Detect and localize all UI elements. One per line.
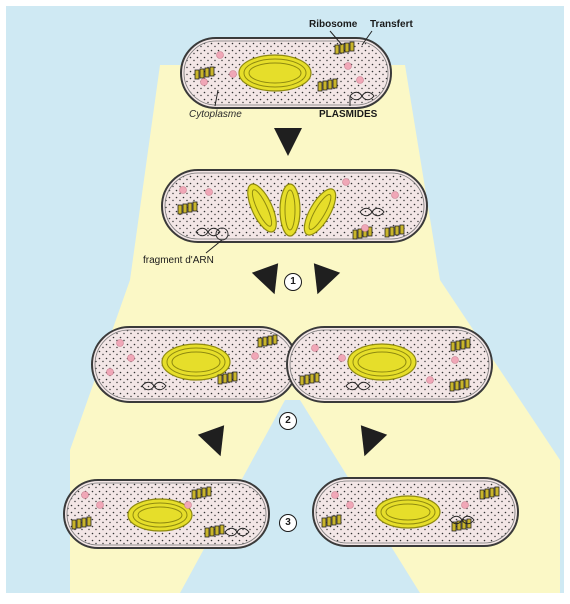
pink-dot	[451, 356, 459, 364]
ribosome-cluster	[191, 486, 212, 500]
pink-dot	[200, 78, 208, 86]
pink-dot	[116, 339, 124, 347]
pink-dot	[205, 188, 213, 196]
plasmid	[141, 381, 167, 391]
bacterium-daughter-right	[312, 477, 519, 547]
genome	[127, 498, 193, 532]
bacterium-dividing-left	[91, 326, 298, 403]
pink-dot	[331, 491, 339, 499]
step-1-marker: 1	[284, 273, 302, 291]
genome	[375, 495, 441, 529]
step-3-marker: 3	[279, 514, 297, 532]
ribosome-cluster	[194, 66, 215, 80]
pink-dot	[344, 62, 352, 70]
pink-dot	[361, 224, 369, 232]
process-arrow	[251, 263, 279, 295]
bacterium-dividing-right	[286, 326, 493, 403]
ribosome-cluster	[217, 371, 238, 385]
process-arrow	[360, 425, 388, 457]
pink-dot	[179, 186, 187, 194]
plasmides-label: PLASMIDES	[319, 109, 378, 120]
genome-copy	[303, 188, 337, 236]
cytoplasme-label: Cytoplasme	[189, 109, 242, 120]
pink-dot	[96, 501, 104, 509]
pink-dot	[426, 376, 434, 384]
pink-dot	[311, 344, 319, 352]
process-arrow	[197, 425, 225, 457]
process-arrow	[313, 263, 341, 295]
ribosome-cluster	[71, 516, 92, 530]
fragment-arn-label: fragment d'ARN	[143, 255, 214, 266]
plasmid	[224, 527, 250, 537]
genome	[238, 54, 312, 92]
genome	[347, 343, 417, 381]
pink-dot	[356, 76, 364, 84]
genome	[161, 343, 231, 381]
step-2-marker: 2	[279, 412, 297, 430]
pink-dot	[216, 51, 224, 59]
pink-dot	[346, 501, 354, 509]
plasmid	[349, 91, 375, 101]
bacterium-replicating	[161, 169, 428, 243]
ribosome-cluster	[177, 201, 198, 215]
ribosome-cluster	[334, 41, 355, 55]
ribosome-cluster	[257, 334, 278, 348]
ribosome-cluster	[450, 338, 471, 352]
ribosome-cluster	[321, 514, 342, 528]
process-arrow	[274, 128, 302, 156]
plasmid	[449, 515, 475, 525]
ribosome-cluster	[479, 486, 500, 500]
ribosome-cluster	[317, 78, 338, 92]
pink-dot	[461, 501, 469, 509]
ribosome-cluster	[384, 224, 405, 238]
bacterium-daughter-left	[63, 479, 270, 549]
fragment-arn-pointer	[205, 239, 223, 254]
pink-dot	[342, 178, 350, 186]
genome-copy	[279, 183, 301, 237]
plasmid	[195, 227, 221, 237]
pink-dot	[81, 491, 89, 499]
plasmid	[345, 381, 371, 391]
plasmid	[359, 207, 385, 217]
pink-dot	[251, 352, 259, 360]
cytoplasme-pointer	[214, 89, 219, 107]
ribosome-cluster	[204, 524, 225, 538]
transfert-label: Transfert	[370, 19, 413, 30]
ribosome-cluster	[449, 378, 470, 392]
pink-dot	[106, 368, 114, 376]
ribosome-label: Ribosome	[309, 19, 358, 30]
genome-copy	[247, 183, 277, 233]
ribosome-pointer	[329, 30, 343, 46]
pink-dot	[338, 354, 346, 362]
bacterium-parent	[180, 37, 392, 109]
ribosome-cluster	[352, 226, 373, 240]
transfert-pointer	[361, 30, 373, 46]
ribosome-cluster	[299, 372, 320, 386]
pink-dot	[184, 501, 192, 509]
pink-dot	[127, 354, 135, 362]
pink-dot	[229, 70, 237, 78]
pink-dot	[391, 191, 399, 199]
